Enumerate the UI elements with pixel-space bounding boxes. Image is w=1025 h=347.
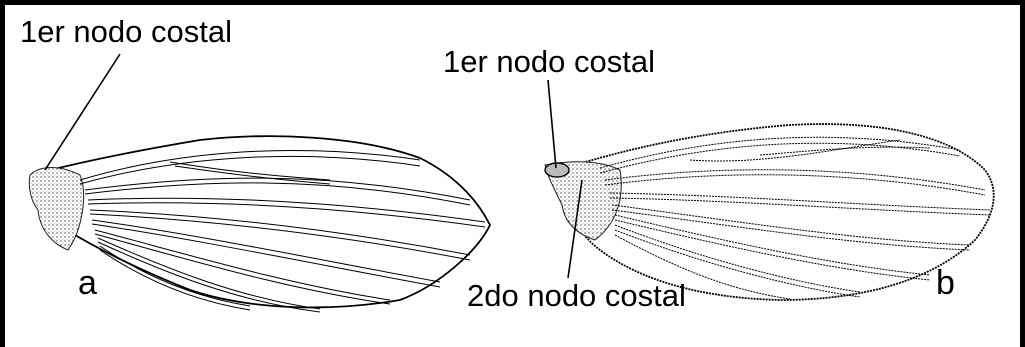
leader-line-a [45,54,120,170]
label-first-node-b: 1er nodo costal [443,46,655,77]
wing-b-veins [600,137,990,299]
leader-line-b-first [548,80,556,168]
wing-b-node-first [545,163,569,177]
wing-a-outline [42,136,490,307]
label-letter-a: a [78,266,97,300]
label-letter-b: b [936,266,955,300]
label-second-node-b: 2do nodo costal [467,280,686,311]
wing-b [545,124,994,300]
wing-a [29,136,490,312]
wing-a-base [29,168,83,251]
label-first-node-a: 1er nodo costal [20,16,232,47]
